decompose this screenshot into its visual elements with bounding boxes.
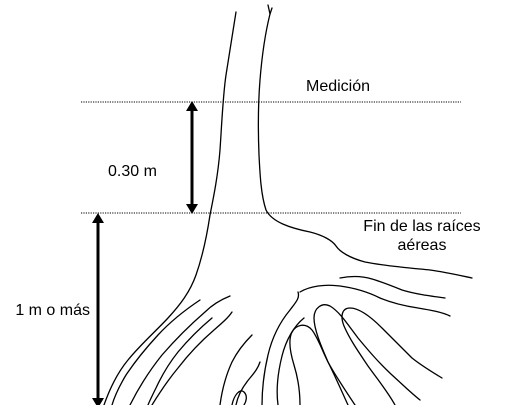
spacing-label: 0.30 m [108, 163, 157, 180]
end-aerial-roots-label-line2: aéreas [397, 237, 447, 254]
measurement-label: Medición [306, 78, 371, 95]
depth-label-text: 1 m o más [15, 302, 90, 319]
depth-label: 1 m o más [0, 301, 90, 320]
end-aerial-roots-label: Fin de las raíces aéreas [333, 217, 511, 255]
end-aerial-roots-label-line1: Fin de las raíces [363, 218, 481, 235]
tree-roots-drawing [103, 4, 473, 405]
